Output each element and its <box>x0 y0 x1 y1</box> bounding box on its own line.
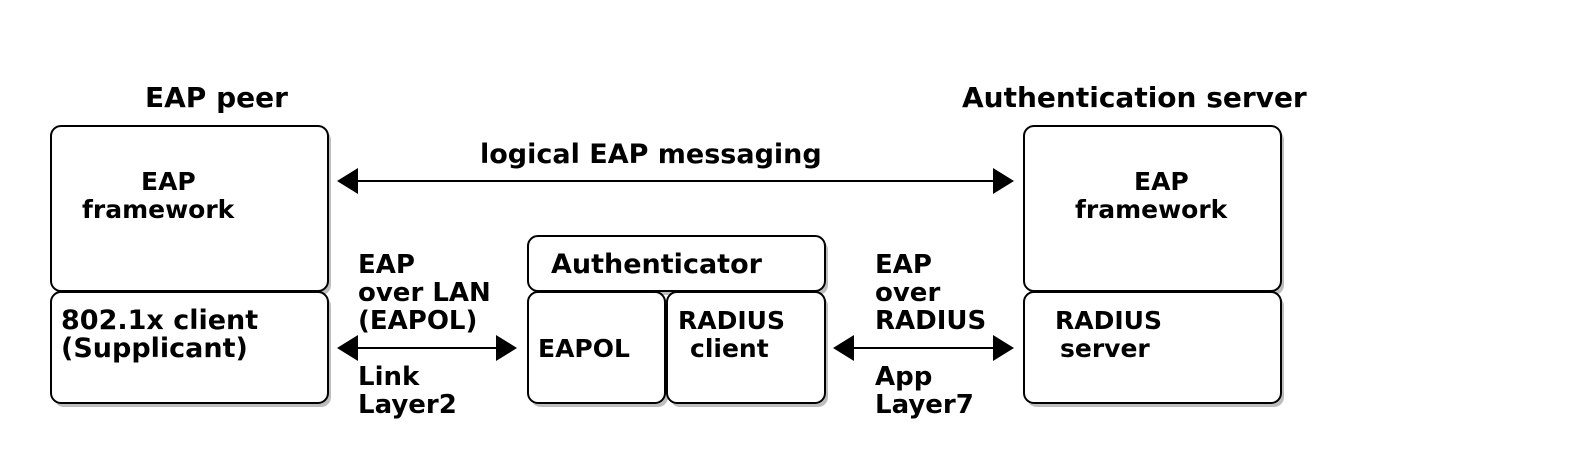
radius-client-label-line2: client <box>690 334 769 363</box>
authenticator-box: Authenticator <box>527 235 828 295</box>
authenticator-radius-client-box: RADIUS client <box>666 291 828 407</box>
eap-peer-title: EAP peer <box>145 81 288 114</box>
peer-framework-label-line1: EAP <box>141 167 196 196</box>
radius-server-label-line2: server <box>1060 334 1150 363</box>
server-framework-label-line1: EAP <box>1134 167 1189 196</box>
arrowhead-right-icon <box>993 168 1014 194</box>
arrowhead-left-icon <box>337 168 358 194</box>
radius-link-label-line2: over <box>875 278 940 308</box>
eapol-link-label-line2: over LAN <box>358 278 491 308</box>
peer-framework-box: EAP framework <box>50 125 331 295</box>
layer2-label-line1: Link <box>358 362 420 392</box>
authenticator-eapol-box: EAPOL <box>527 291 668 407</box>
peer-client-label-line1: 802.1x client <box>61 305 258 336</box>
eapol-link-arrow <box>337 335 517 361</box>
layer2-label-line2: Layer2 <box>358 390 457 420</box>
peer-framework-label-line2: framework <box>82 195 236 224</box>
authentication-server-title: Authentication server <box>962 81 1307 114</box>
logical-messaging-arrow <box>337 168 1014 194</box>
eapol-link-label-line3: (EAPOL) <box>358 306 477 336</box>
authenticator-eapol-label: EAPOL <box>538 334 630 363</box>
server-framework-box: EAP framework <box>1023 125 1284 295</box>
server-framework-label-line2: framework <box>1075 195 1229 224</box>
arrowhead-right-icon <box>496 335 517 361</box>
layer7-label-line2: Layer7 <box>875 390 974 420</box>
eapol-link-label-line1: EAP <box>358 250 415 280</box>
authenticator-label: Authenticator <box>551 249 763 280</box>
server-radius-box: RADIUS server <box>1023 291 1284 407</box>
logical-eap-messaging-label: logical EAP messaging <box>480 139 822 170</box>
arrowhead-right-icon <box>993 335 1014 361</box>
radius-server-label-line1: RADIUS <box>1055 306 1162 335</box>
layer7-label-line1: App <box>875 362 932 392</box>
radius-link-arrow <box>833 335 1014 361</box>
radius-link-label-line1: EAP <box>875 250 932 280</box>
peer-client-label-line2: (Supplicant) <box>61 333 248 364</box>
arrowhead-left-icon <box>833 335 854 361</box>
arrowhead-left-icon <box>337 335 358 361</box>
radius-link-label-line3: RADIUS <box>875 306 986 336</box>
radius-client-label-line1: RADIUS <box>678 306 785 335</box>
peer-client-box: 802.1x client (Supplicant) <box>50 291 331 407</box>
